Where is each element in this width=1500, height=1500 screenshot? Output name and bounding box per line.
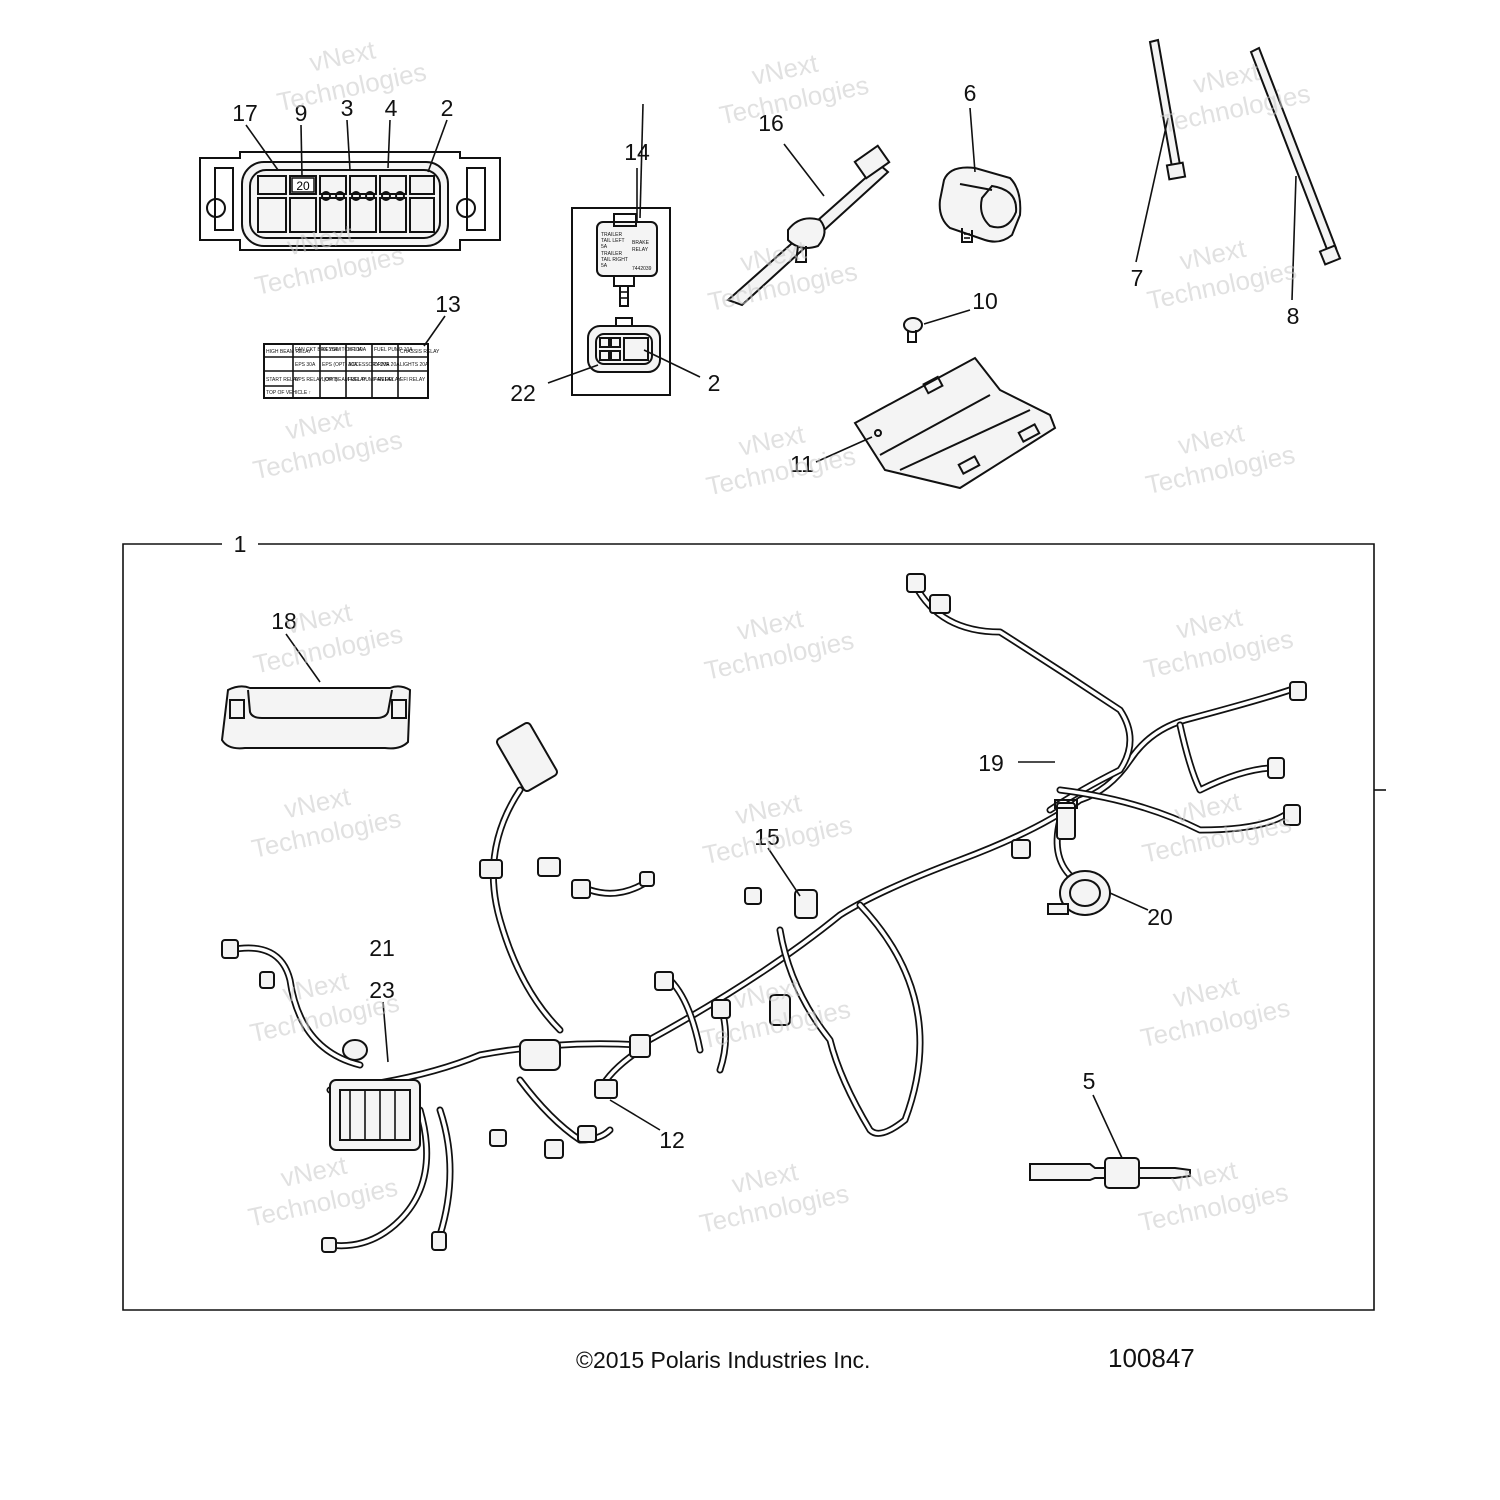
harness-kit-frame [122, 543, 1386, 1311]
connector-clip-6 [938, 107, 1022, 243]
callout-3: 3 [341, 95, 354, 121]
fuse-label-cell: EPS RELAY (OPT) [295, 377, 338, 383]
relay-label-text: TAIL LEFT [601, 238, 625, 244]
cable-tie-7 [1135, 38, 1187, 263]
relay-label-text: TAIL RIGHT [601, 257, 628, 263]
relay-box-14: TRAILER TAIL LEFT 5A TRAILER TAIL RIGHT … [547, 103, 701, 396]
callout-8: 8 [1287, 303, 1300, 329]
callout-7: 7 [1131, 265, 1144, 291]
fuse-label-cell: TOP OF VEHICLE ↑ [266, 390, 311, 396]
fuse-slots [257, 175, 435, 233]
fuse-label-cell: ACCESSORY 20A [348, 362, 390, 368]
cable-tie-clip-16 [726, 143, 891, 307]
diagram-number: 100847 [1108, 1343, 1195, 1373]
callout-14: 14 [624, 139, 650, 165]
fuse-label-cell: FAN RELAY [374, 377, 402, 383]
relay-label-text: TRAILER [601, 251, 623, 257]
callout-11: 11 [790, 451, 814, 477]
fuse-label-cell: LOW BEAM RELAY [322, 377, 367, 383]
copyright-text: ©2015 Polaris Industries Inc. [576, 1347, 871, 1373]
fuse-label-cell: EPS 30A [295, 362, 316, 368]
fuse-label-cell: CHASSIS RELAY [400, 349, 440, 355]
callout-16: 16 [758, 110, 784, 136]
fuse-label-cell: START RELAY [266, 377, 300, 383]
callout-1: 1 [234, 531, 247, 557]
callout-2a: 2 [441, 95, 454, 121]
relay-label-text: RELAY [632, 247, 649, 253]
callout-19: 19 [978, 750, 1004, 776]
bracket-plate-11 [815, 356, 1057, 490]
callout-23: 23 [369, 977, 395, 1003]
callout-18: 18 [271, 608, 297, 634]
relay-label-text: 7442039 [632, 266, 652, 272]
leaders-21-23 [382, 1001, 389, 1063]
fuse-label-cell: FAN CKT BRK 20A [295, 347, 339, 353]
screw-10 [903, 309, 971, 343]
relay-label-text: 5A [601, 244, 608, 250]
fuse-label-cell: EPS (OPT) 30A [322, 362, 358, 368]
fuse-label-cell: HIGH BEAM RELAY [266, 349, 312, 355]
relay-label-text: 5A [601, 263, 608, 269]
fuse-label-cell: LIGHTS 20A [400, 362, 429, 368]
horn-20 [1047, 870, 1149, 916]
callout-20: 20 [1147, 904, 1173, 930]
main-wiring-harness-12 [221, 573, 1307, 1253]
callout-22: 22 [510, 380, 536, 406]
callout-10: 10 [972, 288, 998, 314]
callout-15: 15 [754, 824, 780, 850]
callout-6: 6 [964, 80, 977, 106]
callout-12: 12 [659, 1127, 685, 1153]
callout-4: 4 [385, 95, 398, 121]
fuse-label-cell: FUEL PUMP RELAY [348, 377, 394, 383]
callout-9: 9 [295, 100, 308, 126]
fuse-box-cover-18 [220, 633, 412, 750]
fuse-label-cell: EFI 10A [348, 347, 367, 353]
fuse-label-cell: KEYSWITCH 10A [322, 347, 363, 353]
connector-15 [767, 847, 801, 897]
callout-21: 21 [369, 935, 395, 961]
callout-13: 13 [435, 291, 461, 317]
relay-label-text: BRAKE [632, 240, 650, 246]
fuse-box-assembly: 20 [199, 119, 501, 251]
fuse-label-cell: DRIVE 20A [374, 362, 400, 368]
cable-tie-8 [1249, 46, 1342, 301]
callout-5: 5 [1083, 1068, 1096, 1094]
fuse-label-13: HIGH BEAM RELAY FAN CKT BRK 20A KEYSWITC… [263, 315, 446, 399]
fuse-label-cell: EFI RELAY [400, 377, 426, 383]
fuse-link-5 [1029, 1094, 1191, 1189]
fuse-number-label: 20 [296, 179, 310, 193]
fuse-label-cell: FUEL PUMP 10A [374, 347, 413, 353]
callout-2b: 2 [708, 370, 721, 396]
relay-label-text: TRAILER [601, 232, 623, 238]
relay-19 [1018, 761, 1078, 840]
callout-17: 17 [232, 100, 258, 126]
